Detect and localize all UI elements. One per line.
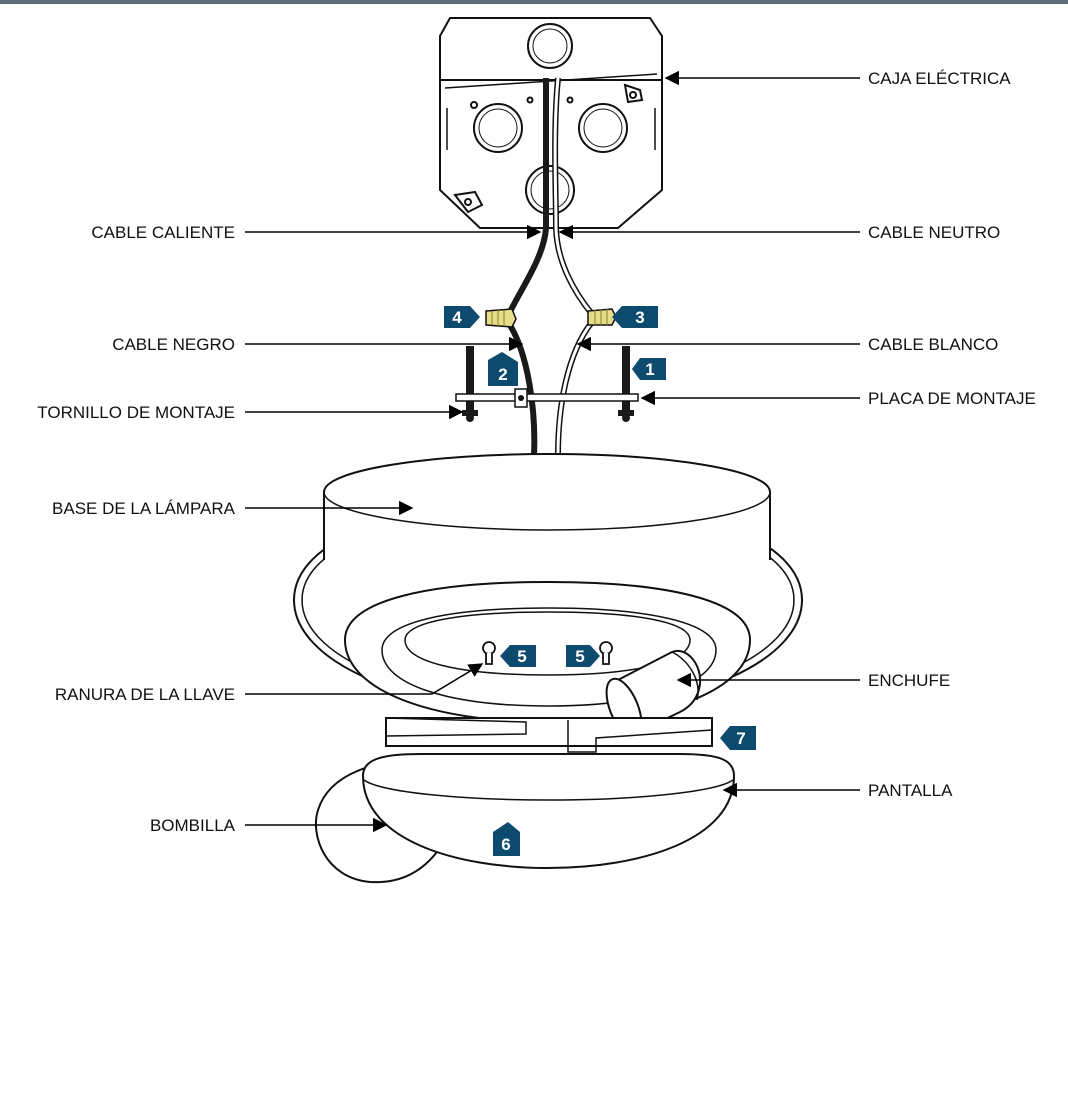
glass-shade — [363, 718, 734, 868]
svg-text:5: 5 — [575, 647, 584, 666]
label-pantalla: PANTALLA — [868, 781, 953, 800]
step-badge-1: 1 — [632, 358, 666, 380]
step-badge-3: 3 — [612, 306, 658, 328]
label-ranura-de-la-llave: RANURA DE LA LLAVE — [55, 685, 235, 704]
svg-text:6: 6 — [501, 835, 510, 854]
step-badge-4: 4 — [444, 306, 480, 328]
svg-text:4: 4 — [452, 308, 462, 327]
label-cable-blanco: CABLE BLANCO — [868, 335, 998, 354]
label-base-de-la-lampara: BASE DE LA LÁMPARA — [52, 499, 236, 518]
svg-text:5: 5 — [517, 647, 526, 666]
label-placa-de-montaje: PLACA DE MONTAJE — [868, 389, 1036, 408]
label-tornillo-de-montaje: TORNILLO DE MONTAJE — [37, 403, 235, 422]
label-cable-neutro: CABLE NEUTRO — [868, 223, 1000, 242]
label-cable-negro: CABLE NEGRO — [112, 335, 235, 354]
wire-nut-right — [588, 309, 616, 325]
lamp-base — [294, 454, 802, 722]
label-bombilla: BOMBILLA — [150, 816, 236, 835]
mounting-plate — [456, 389, 638, 407]
svg-text:2: 2 — [498, 365, 507, 384]
label-cable-caliente: CABLE CALIENTE — [91, 223, 235, 242]
step-badge-2: 2 — [488, 352, 518, 386]
mounting-screw-right — [618, 346, 634, 422]
svg-text:3: 3 — [635, 308, 644, 327]
label-caja-electrica: CAJA ELÉCTRICA — [868, 69, 1011, 88]
wire-nut-left — [486, 309, 516, 327]
label-enchufe: ENCHUFE — [868, 671, 950, 690]
step-badge-7: 7 — [720, 726, 756, 750]
svg-text:1: 1 — [645, 360, 654, 379]
svg-text:7: 7 — [736, 729, 745, 748]
mounting-screw-left — [462, 346, 478, 422]
electrical-box — [440, 18, 662, 228]
